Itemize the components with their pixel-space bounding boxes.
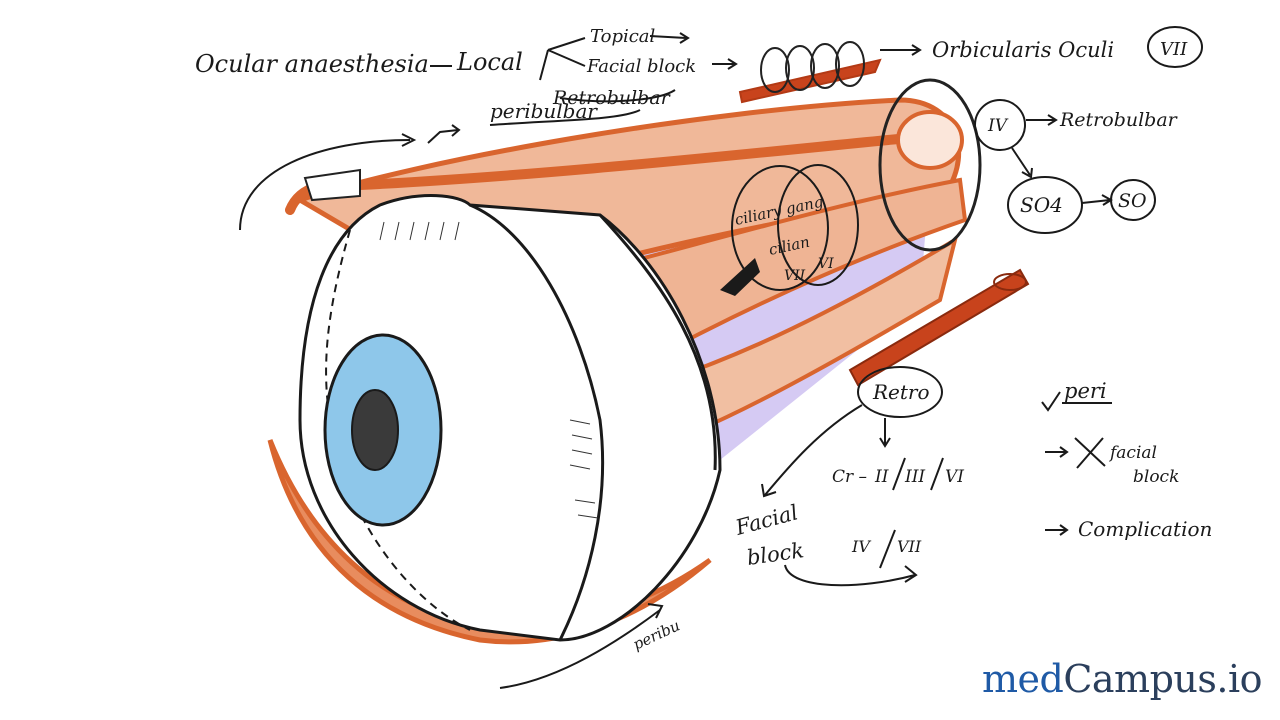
brand-part-1: med xyxy=(981,657,1064,701)
so-circle xyxy=(1110,179,1156,221)
peri-label: peri xyxy=(1064,379,1107,403)
header-branches xyxy=(430,32,738,126)
header-title: Ocular anaesthesia xyxy=(195,50,429,78)
facial-block-label-1: Facial xyxy=(732,500,800,540)
cranial-prefix: Cr – xyxy=(832,467,867,487)
so-label: SO xyxy=(1118,190,1147,212)
iv-circle xyxy=(974,99,1026,151)
no-facial-2: block xyxy=(1133,467,1179,487)
so4-circle xyxy=(1007,176,1083,234)
needle-line-top xyxy=(239,139,411,231)
spared-slash xyxy=(879,529,896,569)
globe-cut-edge xyxy=(598,213,717,471)
option-retrobulbar: Retrobulbar xyxy=(552,87,672,109)
optic-vessel xyxy=(848,268,1030,387)
option-facial-block: Facial block xyxy=(586,56,696,77)
needle-arrow-top xyxy=(401,133,417,147)
header-type: Local xyxy=(456,48,523,76)
cross-icon xyxy=(1074,437,1106,469)
option-peribulbar: peribulbar xyxy=(490,99,598,123)
cr-slash-1 xyxy=(892,457,906,491)
inner-nerve-a: VII xyxy=(784,268,806,284)
tick-arrow xyxy=(427,124,461,144)
trochlear-label: IV xyxy=(987,116,1009,136)
facial-block-label-2: block xyxy=(745,538,805,570)
vii-circle xyxy=(1147,26,1203,68)
so4-label: SO4 xyxy=(1020,193,1063,217)
peribu-label: peribu xyxy=(630,616,683,653)
needle-line-bottom xyxy=(499,609,661,689)
cr-slash-2 xyxy=(930,457,944,491)
complication-label: Complication xyxy=(1078,517,1212,541)
annulus-of-zinn xyxy=(878,78,982,252)
peri-arrow-1 xyxy=(1045,446,1069,458)
facial-block-arrow xyxy=(784,564,918,587)
orbicularis-label: Orbicularis Oculi xyxy=(932,38,1114,62)
peri-tick xyxy=(1041,391,1061,412)
so4-arrow xyxy=(1081,194,1113,206)
globe-body xyxy=(298,194,722,642)
trochlea xyxy=(303,168,361,202)
iv-arrow-right xyxy=(1026,114,1058,126)
pupil xyxy=(351,389,399,471)
retro-label: Retro xyxy=(872,380,930,404)
orbicularis-nerve: VII xyxy=(1160,39,1188,60)
iv-arrow-down xyxy=(1011,147,1033,179)
no-facial-1: facial xyxy=(1108,443,1157,463)
ciliary-ganglion xyxy=(720,164,859,296)
optic-foramen xyxy=(896,110,964,170)
cranial-nerve-ii: II xyxy=(874,467,889,487)
cranial-nerve-vi: VI xyxy=(945,467,964,487)
retro-circle xyxy=(857,366,943,418)
retro-arrow-left xyxy=(761,404,863,498)
brand-part-2: Campus.io xyxy=(1063,657,1262,701)
globe-hatching xyxy=(379,221,599,519)
orbicularis-oculi-muscle xyxy=(738,41,882,104)
cranial-nerve-iii: III xyxy=(904,467,925,487)
peri-arrow-2 xyxy=(1045,524,1069,536)
spared-nerve-iv: IV xyxy=(851,537,871,556)
retrobulbar-label: Retrobulbar xyxy=(1059,109,1179,131)
needle-arrow-bottom xyxy=(647,603,664,619)
inner-nerve-b: VI xyxy=(818,256,834,272)
retro-arrow-down xyxy=(879,418,891,448)
medcampus-logo: medCampus.io xyxy=(981,657,1263,701)
option-topical: Topical xyxy=(590,26,656,47)
spared-nerve-vii: VII xyxy=(897,537,922,556)
vessel-coil xyxy=(993,273,1027,291)
globe-rim xyxy=(469,203,605,641)
orbicularis-arrow xyxy=(880,44,922,56)
